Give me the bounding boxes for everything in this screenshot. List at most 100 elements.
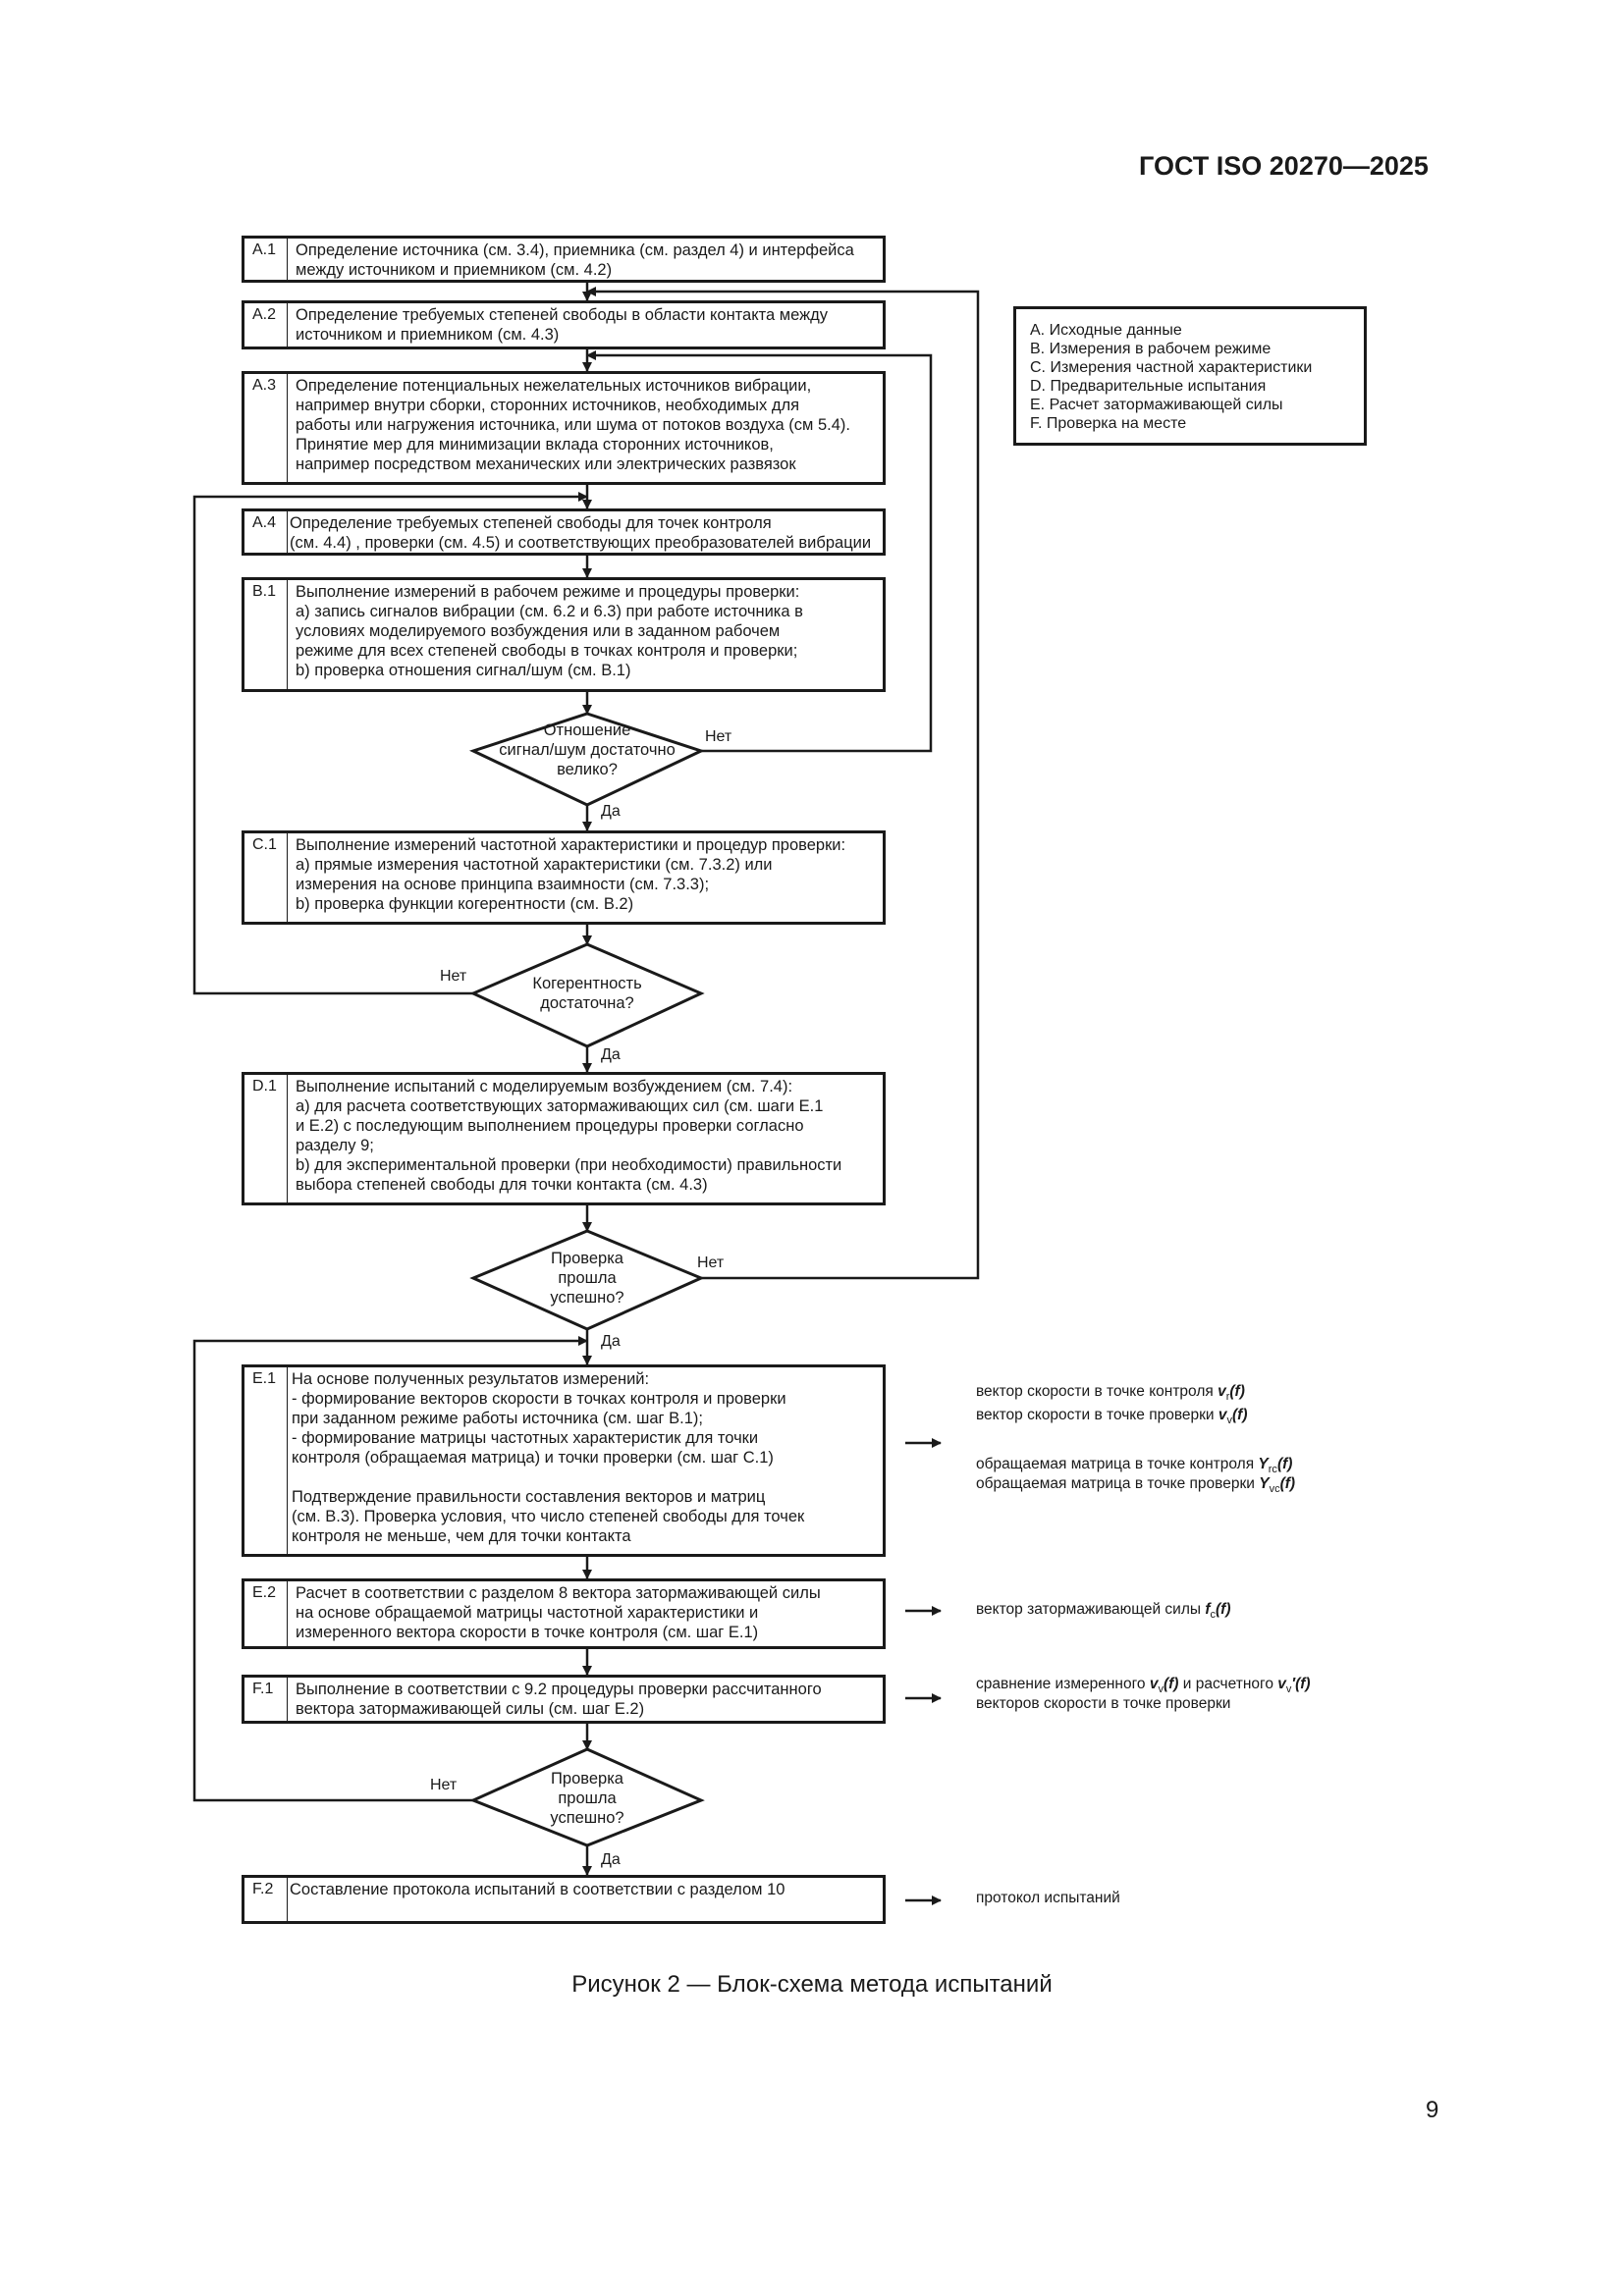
output-text: вектор скорости в точке проверки [976, 1407, 1215, 1423]
step-text: Выполнение в соответствии с 9.2 процедур… [296, 1681, 822, 1718]
output-subscript: v [1285, 1683, 1292, 1696]
step-text: Расчет в соответствии с разделом 8 векто… [296, 1584, 821, 1641]
output-symbol: v [1218, 1383, 1226, 1400]
output-text: вектор скорости в точке контроля [976, 1383, 1214, 1400]
output-symbol: f [1205, 1601, 1211, 1618]
step-id: A.3 [244, 374, 288, 482]
output-e2-force: вектор затормаживающей силы fc(f) [976, 1600, 1231, 1625]
step-id: A.4 [244, 511, 288, 553]
step-a2: A.2 Определение требуемых степеней свобо… [242, 300, 886, 349]
step-text: Определение требуемых степеней свободы в… [296, 306, 829, 344]
step-text: Определение требуемых степеней свободы д… [290, 514, 872, 552]
document-header: ГОСТ ISO 20270—2025 [1139, 151, 1429, 181]
label-coherence-yes: Да [601, 1046, 621, 1063]
label-snr-no: Нет [705, 728, 732, 745]
step-id: A.2 [244, 303, 288, 347]
output-subscript: rc [1268, 1464, 1277, 1476]
output-subscript: v [1158, 1683, 1164, 1696]
step-text: Определение потенциальных нежелательных … [296, 377, 850, 473]
figure-caption: Рисунок 2 — Блок-схема метода испытаний [571, 1971, 1053, 1998]
decision-coherence-text: Когерентность достаточна? [532, 975, 642, 1012]
output-symbol: v [1218, 1407, 1227, 1423]
output-arg: (f) [1216, 1601, 1231, 1618]
output-text: обращаемая матрица в точке проверки [976, 1475, 1255, 1492]
legend-item: F. Проверка на месте [1030, 415, 1187, 432]
loop-coherence-no [192, 492, 588, 995]
output-symbol: v [1149, 1676, 1159, 1692]
label-check1-no: Нет [697, 1255, 725, 1271]
step-id: C.1 [244, 833, 288, 922]
step-id: E.2 [244, 1581, 288, 1646]
legend-box: A. Исходные данные B. Измерения в рабоче… [1013, 306, 1367, 446]
legend-item: A. Исходные данные [1030, 322, 1182, 339]
step-id: B.1 [244, 580, 288, 689]
step-id: E.1 [244, 1367, 288, 1554]
decision-snr-text: Отношение сигнал/шум достаточно велико? [499, 721, 676, 778]
step-a3: A.3 Определение потенциальных нежелатель… [242, 371, 886, 485]
label-snr-yes: Да [601, 803, 621, 820]
output-symbol: Y [1259, 1475, 1270, 1492]
loop-check1-no [586, 287, 980, 1280]
step-b1: B.1 Выполнение измерений в рабочем режим… [242, 577, 886, 692]
decision-check1-diamond [469, 1229, 705, 1331]
page-number: 9 [1426, 2097, 1439, 2123]
output-text: обращаемая матрица в точке контроля [976, 1456, 1255, 1472]
output-arg: ′(f) [1291, 1676, 1311, 1692]
label-coherence-no: Нет [440, 968, 467, 985]
step-f2: F.2 Составление протокола испытаний в со… [242, 1875, 886, 1924]
step-e2: E.2 Расчет в соответствии с разделом 8 в… [242, 1578, 886, 1649]
step-a4: A.4 Определение требуемых степеней свобо… [242, 508, 886, 556]
output-f2-report: протокол испытаний [976, 1890, 1120, 1906]
step-text: На основе полученных результатов измерен… [292, 1370, 805, 1545]
output-e1-matrix-check: обращаемая матрица в точке проверки Yvc(… [976, 1474, 1295, 1499]
legend-item: E. Расчет затормаживающей силы [1030, 397, 1283, 413]
decision-check1-text: Проверка прошла успешно? [550, 1250, 624, 1307]
output-arg: (f) [1229, 1383, 1245, 1400]
legend-item: B. Измерения в рабочем режиме [1030, 341, 1272, 357]
output-text: и расчетного [1182, 1676, 1273, 1692]
output-symbol: Y [1258, 1456, 1269, 1472]
decision-coherence-diamond [469, 942, 705, 1048]
step-c1: C.1 Выполнение измерений частотной харак… [242, 830, 886, 925]
decision-check2-diamond [469, 1747, 705, 1847]
output-text: вектор затормаживающей силы [976, 1601, 1202, 1618]
step-text: Выполнение испытаний с моделируемым возб… [296, 1078, 842, 1194]
output-subscript: vc [1269, 1483, 1280, 1496]
output-f1-compare-line2: векторов скорости в точке проверки [976, 1695, 1231, 1712]
decision-check2-text: Проверка прошла успешно? [550, 1770, 624, 1827]
step-id: F.2 [244, 1878, 288, 1921]
output-subscript: r [1225, 1391, 1230, 1404]
step-id: A.1 [244, 239, 288, 280]
output-f1-compare: сравнение измеренного vv(f) и расчетного… [976, 1675, 1311, 1699]
step-f1: F.1 Выполнение в соответствии с 9.2 проц… [242, 1675, 886, 1724]
output-e1-matrix-control: обращаемая матрица в точке контроля Yrc(… [976, 1455, 1292, 1479]
output-arg: (f) [1232, 1407, 1248, 1423]
output-subscript: v [1226, 1415, 1233, 1427]
step-text: Выполнение измерений частотной характери… [296, 836, 846, 913]
step-text: Выполнение измерений в рабочем режиме и … [296, 583, 803, 679]
decision-snr-diamond [468, 712, 706, 807]
legend-item: D. Предварительные испытания [1030, 378, 1267, 395]
step-text: Составление протокола испытаний в соотве… [290, 1881, 785, 1898]
label-check2-no: Нет [430, 1777, 458, 1793]
output-arg: (f) [1163, 1676, 1179, 1692]
output-e1-velocity-check: вектор скорости в точке проверки vv(f) [976, 1406, 1248, 1430]
output-e1-velocity-control: вектор скорости в точке контроля vr(f) [976, 1382, 1245, 1407]
step-id: F.1 [244, 1678, 288, 1721]
step-text: Определение источника (см. 3.4), приемни… [296, 241, 854, 279]
output-symbol: v [1277, 1676, 1286, 1692]
step-d1: D.1 Выполнение испытаний с моделируемым … [242, 1072, 886, 1205]
legend-item: C. Измерения частной характеристики [1030, 359, 1313, 376]
output-subscript: c [1210, 1609, 1217, 1622]
loop-check2-no [192, 1336, 588, 1802]
label-check2-yes: Да [601, 1851, 621, 1868]
loop-snr-no [586, 350, 933, 753]
step-e1: E.1 На основе полученных результатов изм… [242, 1364, 886, 1557]
step-id: D.1 [244, 1075, 288, 1202]
step-a1: A.1 Определение источника (см. 3.4), при… [242, 236, 886, 283]
output-arg: (f) [1279, 1475, 1296, 1492]
output-arg: (f) [1276, 1456, 1293, 1472]
output-text: сравнение измеренного [976, 1676, 1146, 1692]
label-check1-yes: Да [601, 1333, 621, 1350]
